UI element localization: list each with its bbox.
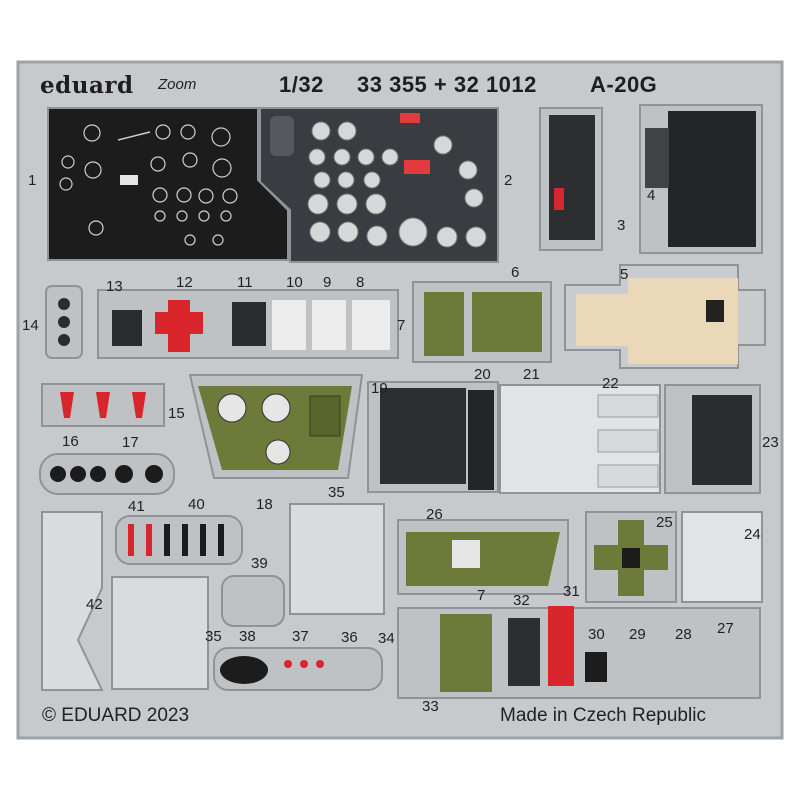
part-number: 3 (617, 217, 626, 234)
part-number: 2 (504, 172, 513, 189)
part-23-panel (664, 384, 761, 494)
part-number: 7 (397, 317, 406, 334)
part-16-17-knobs (39, 453, 175, 495)
part-number: 24 (744, 526, 761, 543)
part-number: 21 (523, 366, 540, 383)
part-6-olive-panel (412, 281, 552, 363)
part-number: 22 (602, 375, 619, 392)
part-1-instrument-panel (47, 107, 289, 261)
part-14-panel (45, 285, 83, 359)
model-label: A-20G (590, 72, 658, 97)
part-4-switch-panel (639, 104, 763, 254)
part-number: 15 (168, 405, 185, 422)
part-27-34-bottom-right (397, 606, 761, 699)
copyright-text: © EDUARD 2023 (42, 705, 190, 726)
part-number: 11 (237, 274, 253, 291)
part-5-tan-panel (564, 264, 766, 369)
part-number: 19 (371, 380, 388, 397)
part-number: 16 (62, 433, 79, 450)
part-number: 18 (256, 496, 273, 513)
part-number: 10 (286, 274, 303, 291)
part-21-22-grey-parts (499, 384, 661, 494)
part-number: 39 (251, 555, 268, 572)
part-number: 28 (675, 626, 692, 643)
part-number: 8 (356, 274, 365, 291)
part-number: 17 (122, 434, 139, 451)
part-24-frame (681, 511, 763, 603)
part-number: 32 (513, 592, 530, 609)
part-number: 37 (292, 628, 309, 645)
brand-logo-text: eduard (40, 72, 134, 99)
part-number: 34 (378, 630, 395, 647)
part-number: 5 (620, 266, 629, 283)
product-codes: 33 355 + 32 1012 (357, 72, 537, 97)
part-number: 35 (205, 628, 222, 645)
part-number: 25 (656, 514, 673, 531)
part-number: 29 (629, 626, 646, 643)
part-number: 35 (328, 484, 345, 501)
part-36-38-bottom (213, 647, 383, 691)
part-number: 33 (422, 698, 439, 715)
zoom-logo-text: Zoom (158, 76, 197, 93)
part-number: 26 (426, 506, 443, 523)
part-number: 4 (647, 187, 656, 204)
part-number: 9 (323, 274, 332, 291)
part-3-switch-panel (539, 107, 603, 251)
part-number: 30 (588, 626, 605, 643)
part-number: 27 (717, 620, 734, 637)
part-number: 1 (28, 172, 37, 189)
part-35-comb-upper (289, 503, 385, 615)
part-40-41-levers (115, 515, 243, 565)
part-number: 31 (563, 583, 580, 600)
part-number: 40 (188, 496, 205, 513)
part-26-olive-panel (397, 519, 569, 595)
scale-label: 1/32 (279, 72, 324, 97)
part-number: 14 (22, 317, 39, 334)
part-18-olive-panel (188, 374, 364, 479)
part-number: 36 (341, 629, 358, 646)
part-42-long-plate (41, 511, 104, 691)
part-number: 23 (762, 434, 779, 451)
part-number: 20 (474, 366, 491, 383)
origin-text: Made in Czech Republic (500, 705, 706, 726)
part-number: 7 (477, 587, 486, 604)
part-number: 38 (239, 628, 256, 645)
part-number: 6 (511, 264, 520, 281)
part-39-levers (221, 575, 285, 627)
part-2-instrument-panel (259, 107, 499, 263)
part-25-cross (585, 511, 677, 603)
part-number: 42 (86, 596, 103, 613)
part-number: 41 (128, 498, 145, 515)
part-19-panel (367, 381, 499, 493)
part-15-red-parts (41, 383, 165, 427)
part-12-red-cross (97, 289, 399, 359)
part-35-comb-lower (111, 576, 209, 690)
part-number: 12 (176, 274, 193, 291)
part-number: 13 (106, 278, 123, 295)
